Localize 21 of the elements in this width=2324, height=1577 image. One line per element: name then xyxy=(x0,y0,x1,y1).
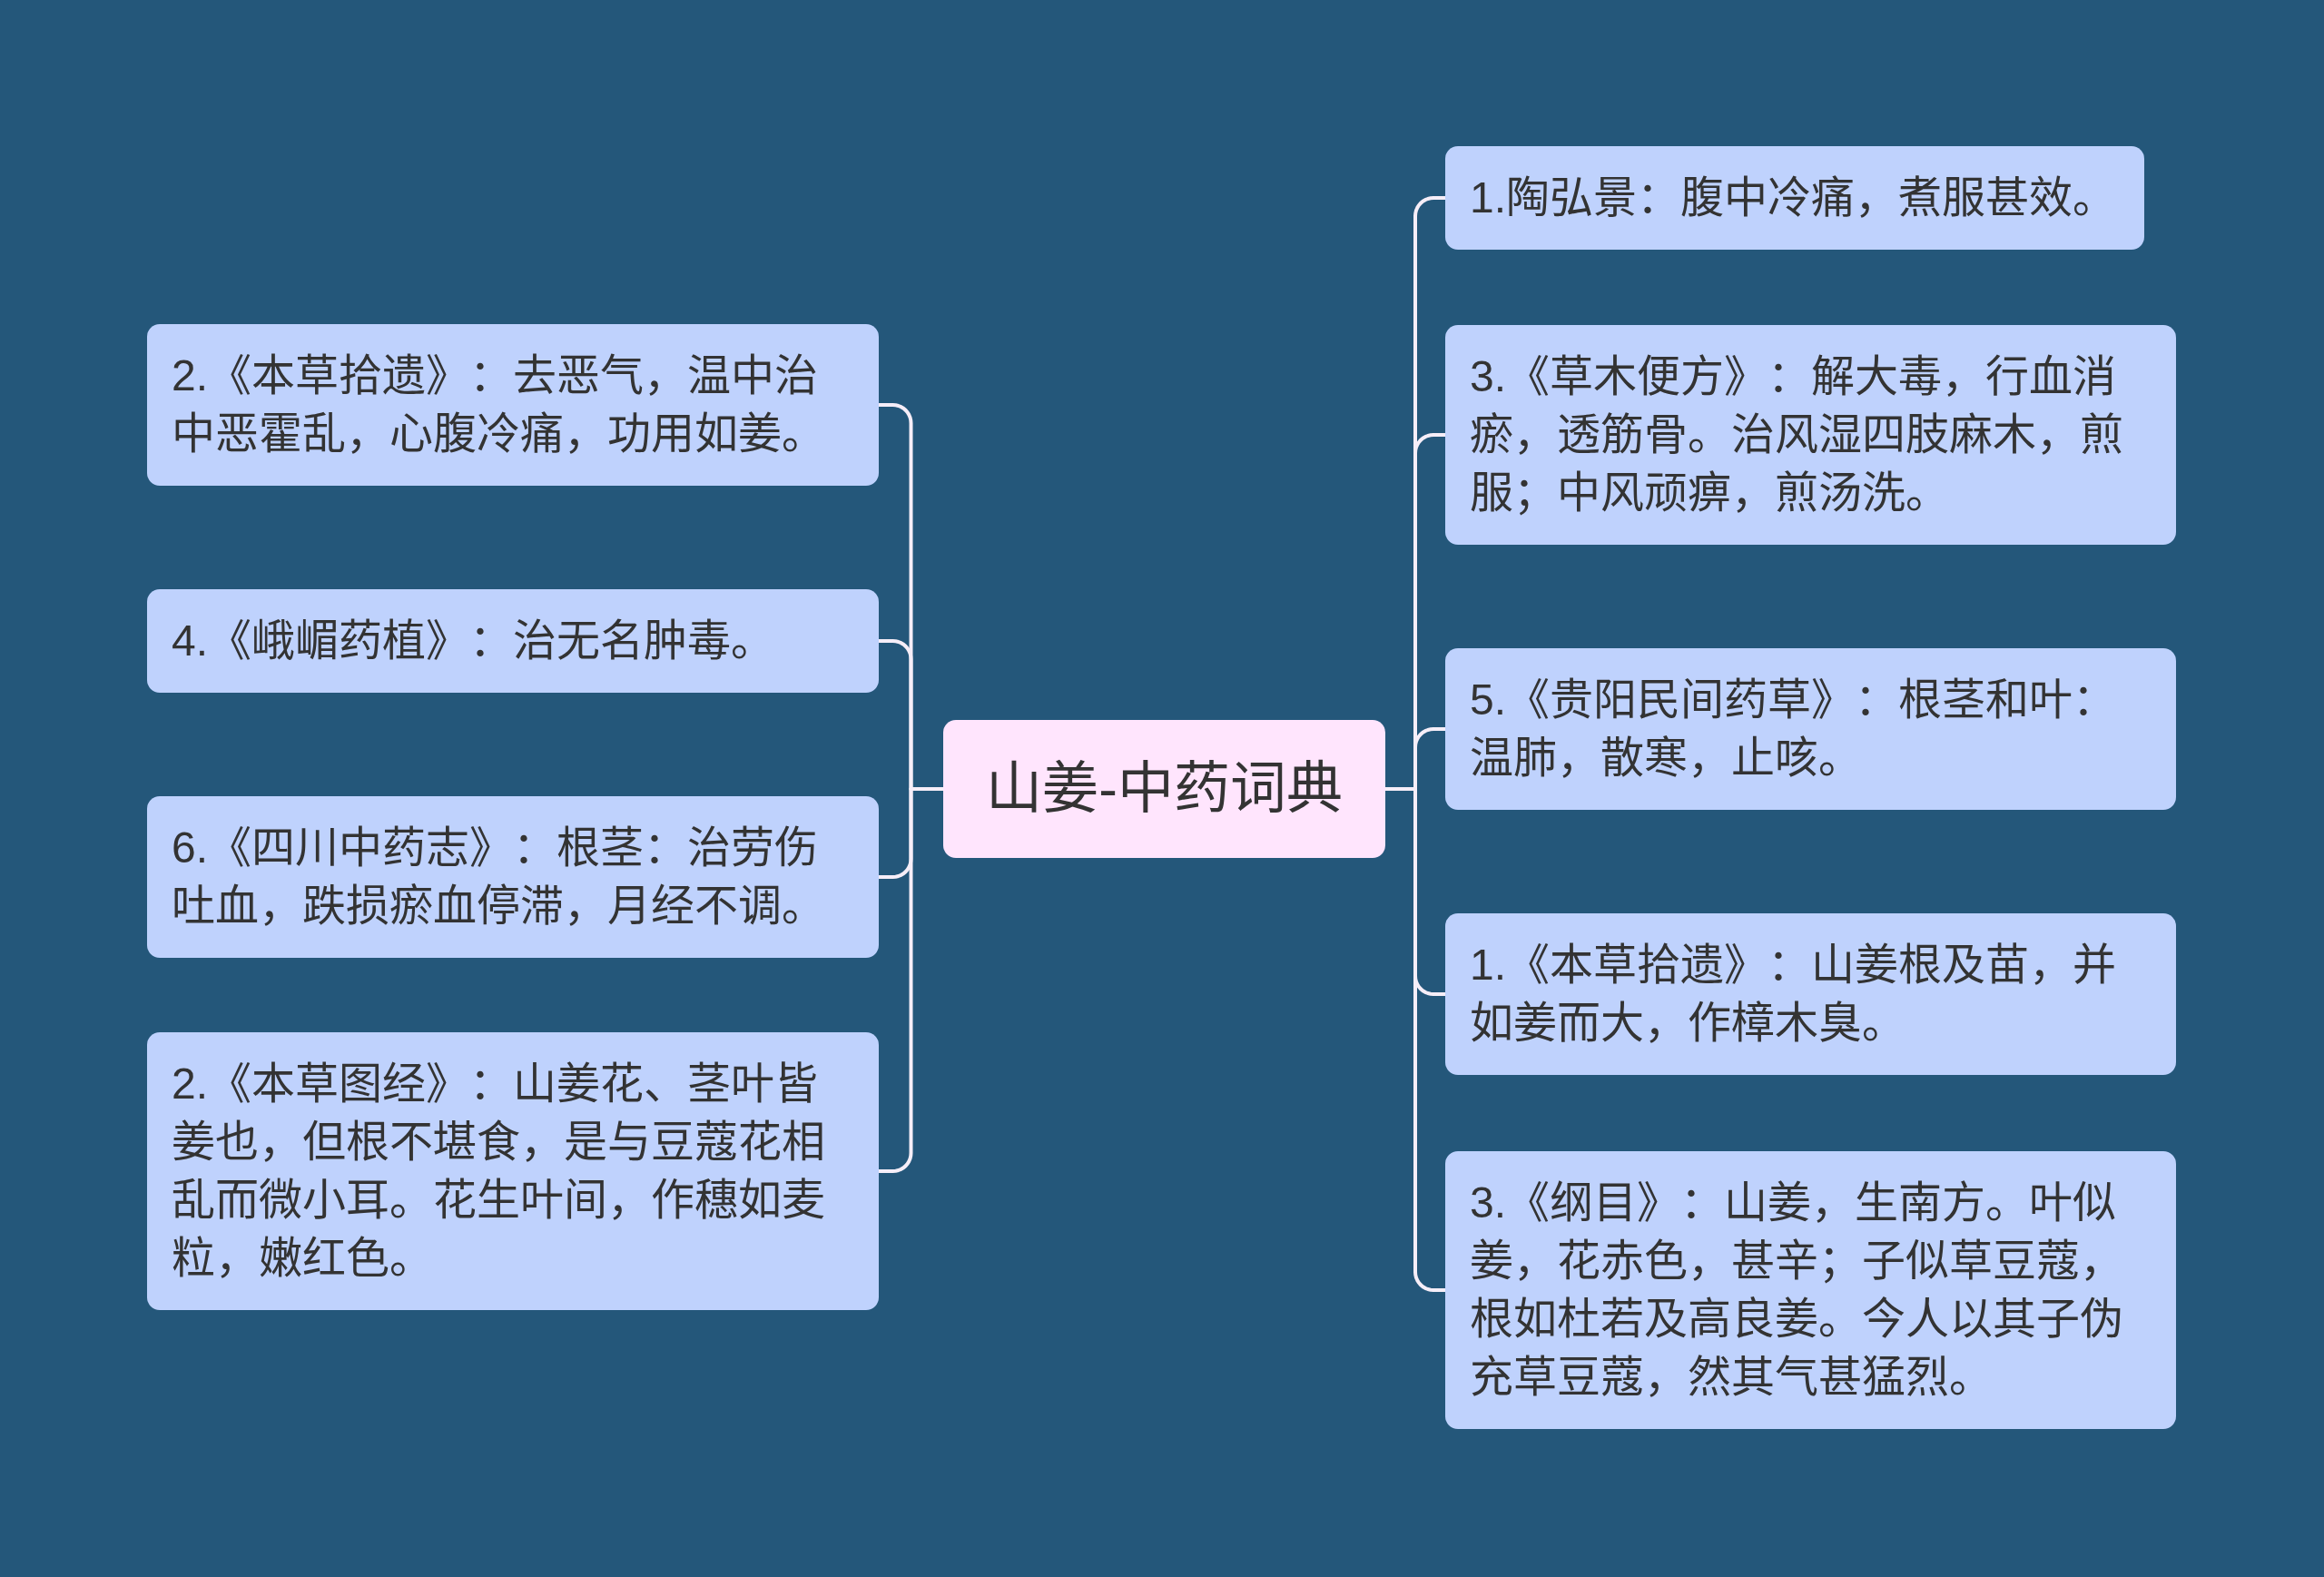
topic-text: 1.陶弘景：腹中冷痛，煮服甚效。 xyxy=(1470,172,2118,223)
topic-text: 6.《四川中药志》：根茎：治劳伤吐血，跌损瘀血停滞，月经不调。 xyxy=(172,823,826,931)
topic-text: 2.《本草拾遗》：去恶气，温中治中恶霍乱，心腹冷痛，功用如姜。 xyxy=(172,350,826,459)
topic-text: 2.《本草图经》：山姜花、茎叶皆姜也，但根不堪食，是与豆蔻花相乱而微小耳。花生叶间，作穗如麦粒，嫩红色。 xyxy=(172,1059,826,1284)
topic-box xyxy=(1445,146,2144,250)
topic-text: 4.《峨嵋药植》：治无名肿毒。 xyxy=(172,616,776,666)
topic-text: 山姜-中药词典 xyxy=(986,756,1343,822)
connector-line xyxy=(879,787,943,1173)
topic-box xyxy=(1445,325,2176,545)
central-topic-box xyxy=(943,720,1385,858)
topic-text: 1.《本草拾遗》：山姜根及苗，并如姜而大，作樟木臭。 xyxy=(1470,940,2118,1049)
topic-text: 3.《纲目》：山姜，生南方。叶似姜，花赤色，甚辛；子似草豆蔻，根如杜若及高良姜。今人以其子伪充草豆蔻，然其气甚猛烈。 xyxy=(1470,1178,2124,1403)
topic-box xyxy=(1445,1151,2176,1429)
topic-box xyxy=(147,324,879,486)
topic-box xyxy=(1445,913,2176,1075)
topic-box xyxy=(1445,648,2176,810)
topic-box xyxy=(147,589,879,693)
topic-box xyxy=(147,796,879,958)
topic-text: 5.《贵阳民间药草》：根茎和叶：温肺，散寒，止咳。 xyxy=(1470,675,2118,784)
topic-box xyxy=(147,1032,879,1310)
topic-text: 3.《草木便方》：解大毒，行血消瘀，透筋骨。治风湿四肢麻木，煎服；中风顽痹，煎汤洗。 xyxy=(1470,351,2124,518)
